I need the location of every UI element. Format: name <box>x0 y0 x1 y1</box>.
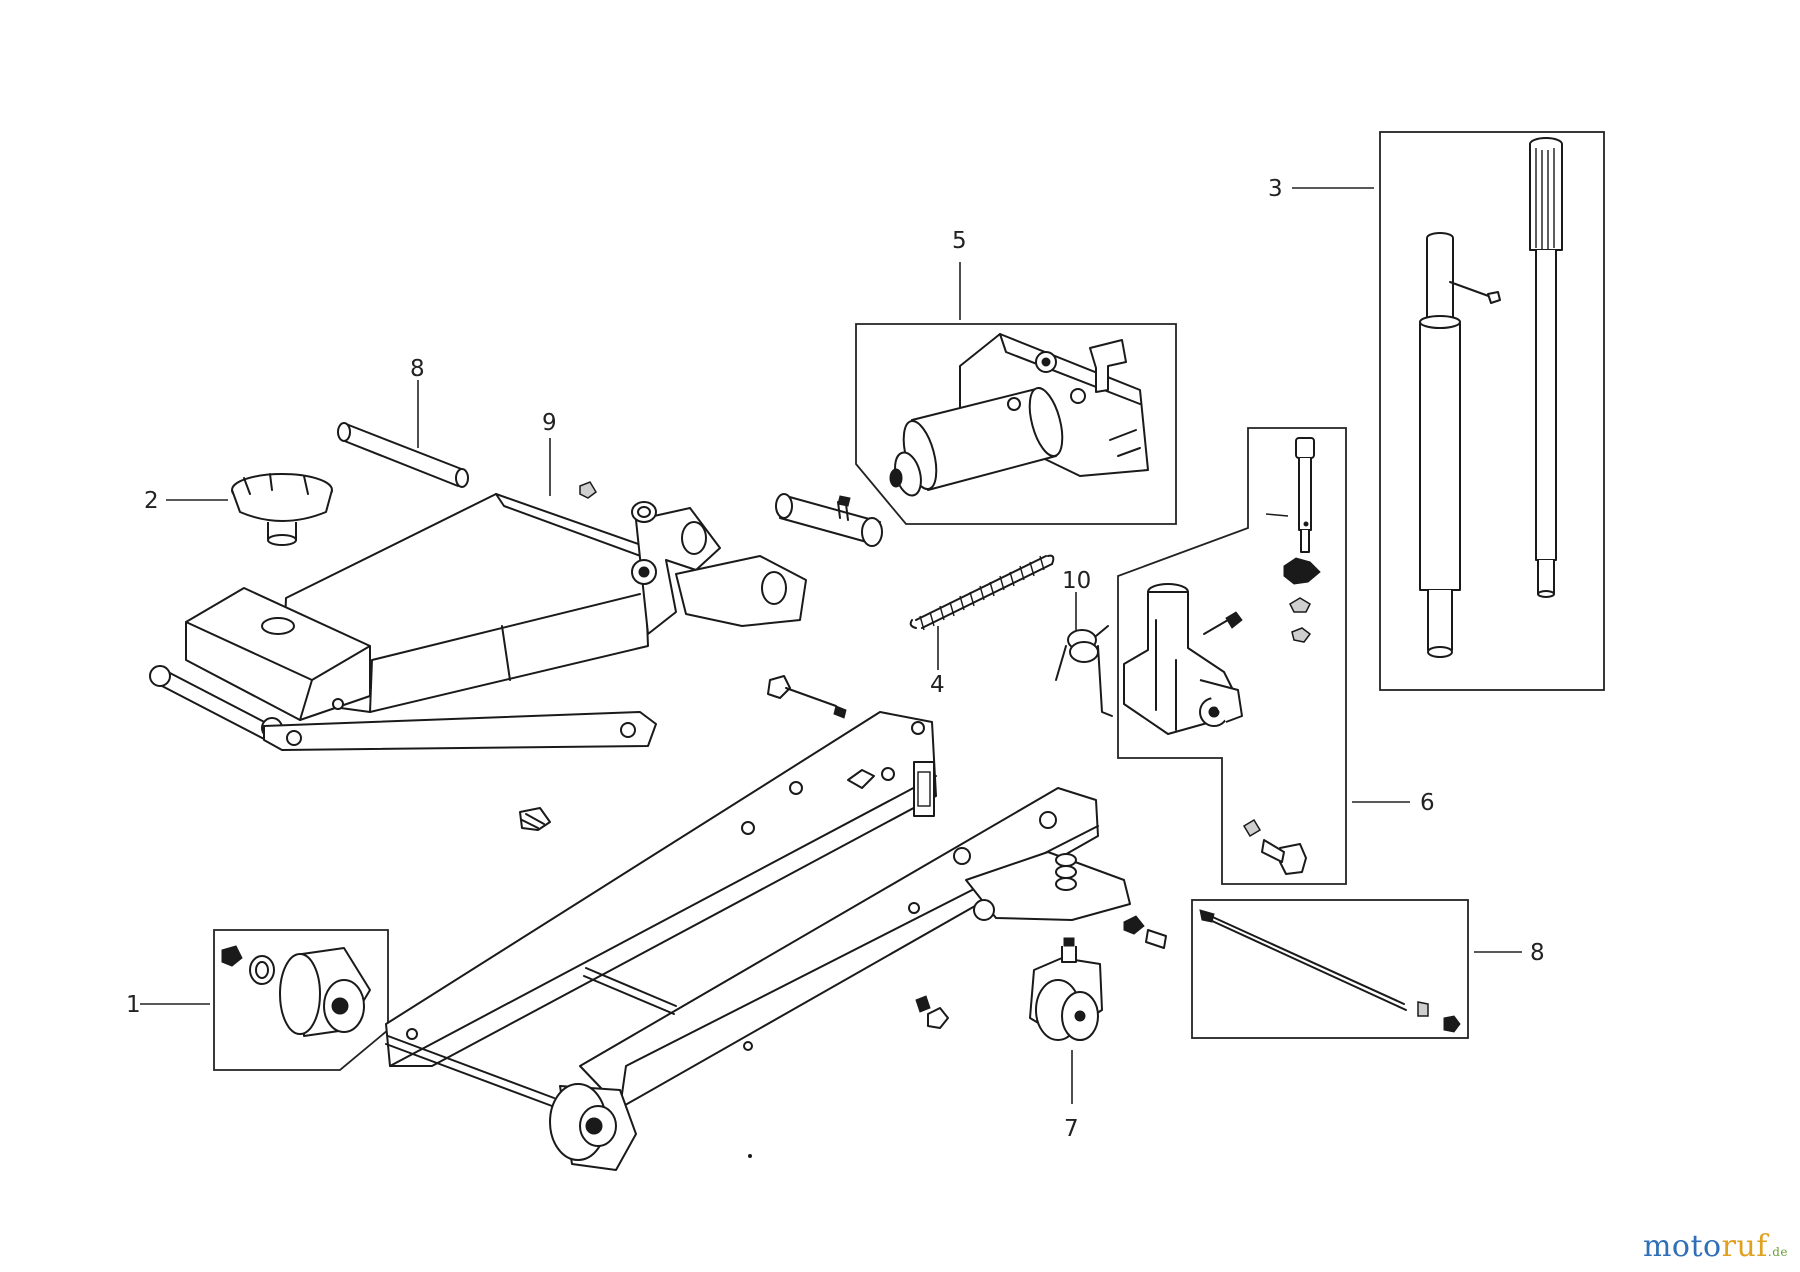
part-5-pump-group: 5 <box>855 228 1177 525</box>
misc-bolts <box>519 675 1167 1029</box>
part-7-castor-wheel: 7 <box>1029 937 1103 1142</box>
part-8-pin-left: 8 <box>337 356 469 488</box>
callout-6: 6 <box>1420 790 1435 816</box>
valve-small-parts <box>1242 557 1321 838</box>
watermark-part2: ruf <box>1721 1229 1768 1264</box>
part-8-rod-group: 8 <box>1191 899 1545 1039</box>
part-9-lift-arm: 9 <box>149 410 807 751</box>
callout-7: 7 <box>1064 1116 1079 1142</box>
callout-4: 4 <box>930 672 945 698</box>
callout-9: 9 <box>542 410 557 436</box>
chassis-frame <box>385 711 1131 1109</box>
part-6-valve-group: 6 <box>1117 427 1435 885</box>
valve-long-bolt <box>1265 437 1315 553</box>
part-1-roller-group: 1 <box>126 929 389 1071</box>
part-4-spring: 4 <box>909 554 1055 698</box>
callout-10: 10 <box>1062 568 1091 594</box>
part-3-frame <box>1379 131 1605 691</box>
part-3-handle-group: 3 <box>1268 131 1605 691</box>
long-rod <box>1205 913 1405 1005</box>
callout-2: 2 <box>144 488 159 514</box>
part-8-frame <box>1191 899 1469 1039</box>
handle-lower-tube <box>1419 232 1501 658</box>
callout-8-left: 8 <box>410 356 425 382</box>
watermark-part1: moto <box>1642 1229 1722 1264</box>
rear-roller <box>549 1083 637 1171</box>
callout-5: 5 <box>952 228 967 254</box>
motoruf-watermark: motoruf.de <box>1643 1229 1788 1264</box>
valve-body <box>1123 583 1243 735</box>
valve-bottom-bolt <box>1261 839 1307 875</box>
piston-part <box>775 493 883 547</box>
pump-cylinder <box>889 386 1064 497</box>
part-5-frame <box>855 323 1177 525</box>
callout-3: 3 <box>1268 176 1283 202</box>
pump-release-lever <box>1089 339 1127 393</box>
part-1-frame <box>213 929 389 1071</box>
callout-8-right: 8 <box>1530 940 1545 966</box>
part-6-frame <box>1117 427 1347 885</box>
callout-1: 1 <box>126 992 141 1018</box>
part-2-saddle: 2 <box>144 473 333 546</box>
watermark-tld: .de <box>1767 1245 1788 1259</box>
handle-upper-ribbed-tube <box>1529 137 1563 598</box>
part-10-torsion-spring: 10 <box>1055 568 1113 717</box>
